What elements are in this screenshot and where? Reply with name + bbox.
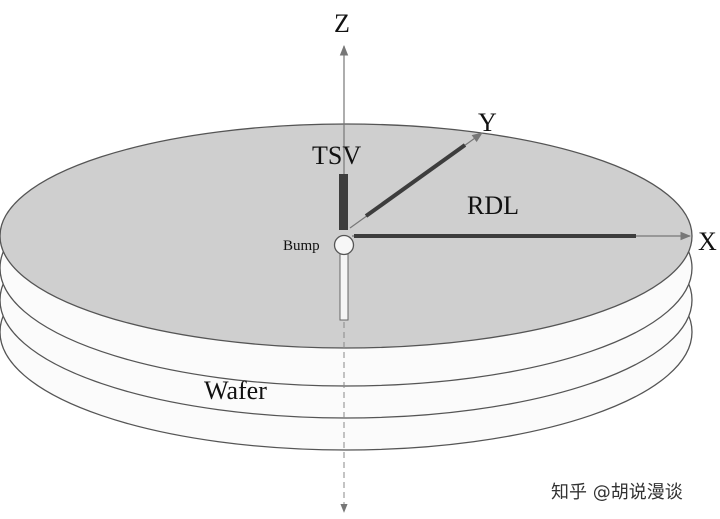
tsv-label: TSV: [312, 141, 361, 170]
z-axis-label: Z: [334, 9, 350, 38]
wafer-label: Wafer: [204, 376, 267, 405]
tsv-lower: [339, 245, 349, 321]
tsv-upper: [339, 174, 348, 230]
bump-label: Bump: [283, 238, 320, 254]
rdl-trace-y: [364, 143, 467, 218]
x-axis-label: X: [698, 227, 717, 256]
y-axis-label: Y: [478, 108, 497, 137]
rdl-label: RDL: [467, 191, 519, 220]
bump-ball: [333, 234, 355, 256]
watermark-text: 知乎 @胡说漫谈: [551, 482, 683, 503]
